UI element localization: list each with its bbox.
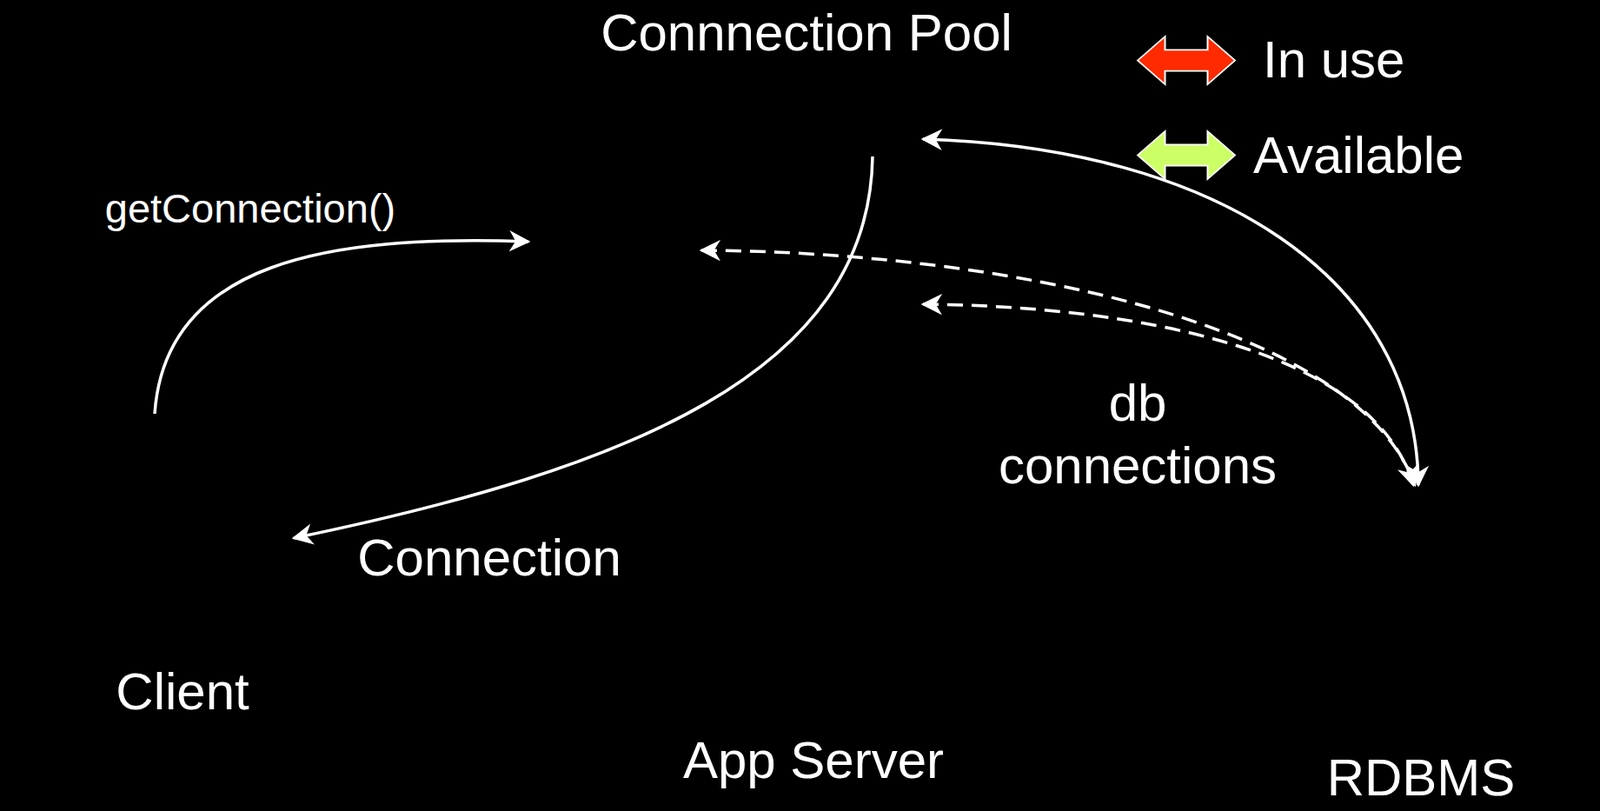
node-label: App Server — [665, 734, 962, 787]
legend-text: In use — [1262, 33, 1590, 87]
node-label: RDBMS — [1242, 751, 1600, 804]
legend-text: Available — [1253, 128, 1590, 183]
server-node: App Server — [665, 347, 962, 791]
edge-label: db connections — [975, 371, 1300, 498]
node-label: Client — [17, 665, 348, 718]
label-box: getConnection() — [99, 184, 401, 233]
client-node: Client — [17, 408, 348, 774]
database-node: RDBMS — [1242, 482, 1600, 811]
node-label: Connnection Pool — [545, 6, 1068, 60]
server-frame — [665, 347, 667, 349]
pool-cloud — [545, 0, 1068, 418]
legend-swatch — [1137, 36, 1235, 85]
edge-label: Connection — [351, 526, 627, 590]
label-box: Connection — [351, 526, 627, 590]
legend-swatch — [1137, 131, 1235, 180]
pool-cloud-node: Connnection Pool — [545, 0, 1068, 418]
label-box: db connections — [975, 371, 1300, 498]
edge-label: getConnection() — [99, 184, 401, 233]
connector — [154, 240, 529, 414]
legend-row: Available — [1137, 128, 1590, 183]
legend-row: In use — [1137, 33, 1590, 87]
client-computer — [17, 408, 348, 774]
